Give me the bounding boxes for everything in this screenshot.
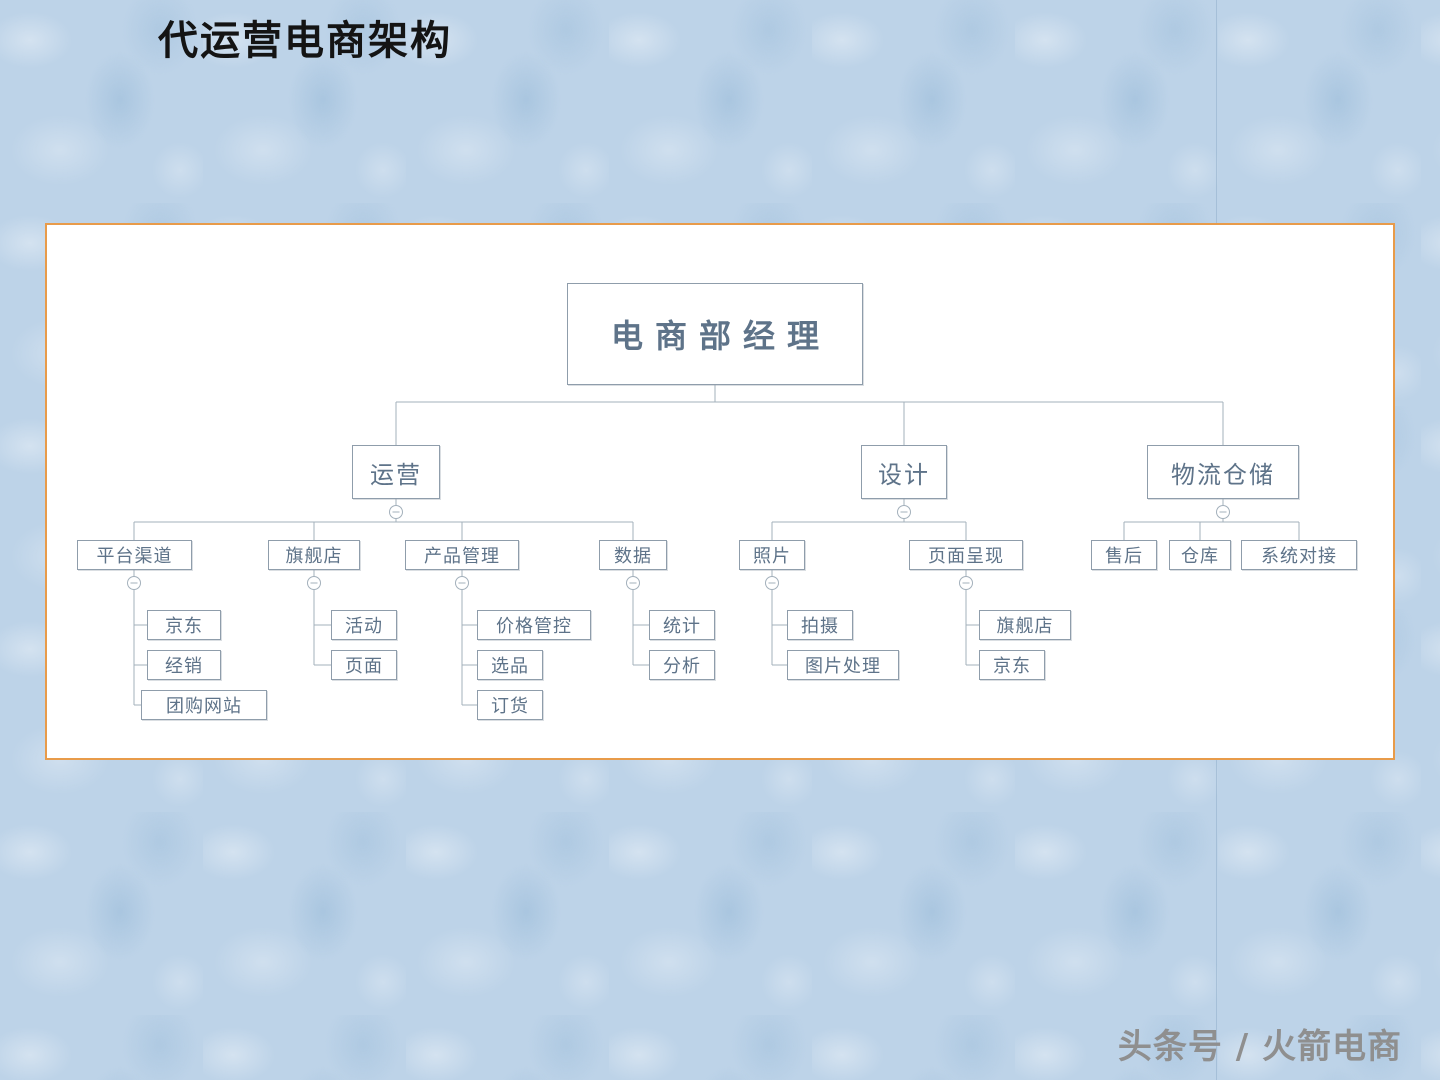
org-node-statistics: 统计 [649, 610, 715, 640]
org-node-after-sales: 售后 [1091, 540, 1157, 570]
collapse-toggle-icon [765, 576, 779, 590]
org-node-flagship-store: 旗舰店 [268, 540, 360, 570]
org-node-design: 设计 [861, 445, 947, 499]
org-node-page: 页面 [331, 650, 397, 680]
org-node-manager: 电商部经理 [567, 283, 863, 385]
connector-lines [127, 385, 1300, 706]
org-node-warehouse: 仓库 [1169, 540, 1231, 570]
org-node-price-control: 价格管控 [477, 610, 591, 640]
org-node-jd-2: 京东 [979, 650, 1045, 680]
watermark: 头条号 / 火箭电商 [1117, 1027, 1402, 1067]
org-node-product-management: 产品管理 [405, 540, 519, 570]
collapse-toggle-icon [897, 505, 911, 519]
org-node-product-selection: 选品 [477, 650, 543, 680]
collapse-toggle-icon [127, 576, 141, 590]
org-node-operations: 运营 [352, 445, 440, 499]
org-node-groupbuy-site: 团购网站 [141, 690, 267, 720]
org-node-distribution: 经销 [147, 650, 221, 680]
org-node-system-integration: 系统对接 [1241, 540, 1357, 570]
org-node-photo: 照片 [739, 540, 805, 570]
org-chart-panel: 电商部经理 运营 设计 物流仓储 平台渠道 旗舰店 产品管理 数据 照片 页面呈… [45, 223, 1395, 760]
org-node-logistics-warehousing: 物流仓储 [1147, 445, 1299, 499]
org-node-jd: 京东 [147, 610, 221, 640]
collapse-toggle-icon [1216, 505, 1230, 519]
org-node-shooting: 拍摄 [787, 610, 853, 640]
org-node-platform-channel: 平台渠道 [77, 540, 192, 570]
org-node-data: 数据 [599, 540, 667, 570]
org-node-page-presentation: 页面呈现 [909, 540, 1023, 570]
collapse-toggle-icon [307, 576, 321, 590]
collapse-toggle-icon [626, 576, 640, 590]
collapse-toggle-icon [959, 576, 973, 590]
org-node-ordering: 订货 [477, 690, 543, 720]
org-node-image-processing: 图片处理 [787, 650, 899, 680]
org-node-analysis: 分析 [649, 650, 715, 680]
org-node-activity: 活动 [331, 610, 397, 640]
org-node-flagship-store-2: 旗舰店 [979, 610, 1071, 640]
collapse-toggle-icon [389, 505, 403, 519]
slide-title: 代运营电商架构 [158, 18, 452, 64]
collapse-toggle-icon [455, 576, 469, 590]
